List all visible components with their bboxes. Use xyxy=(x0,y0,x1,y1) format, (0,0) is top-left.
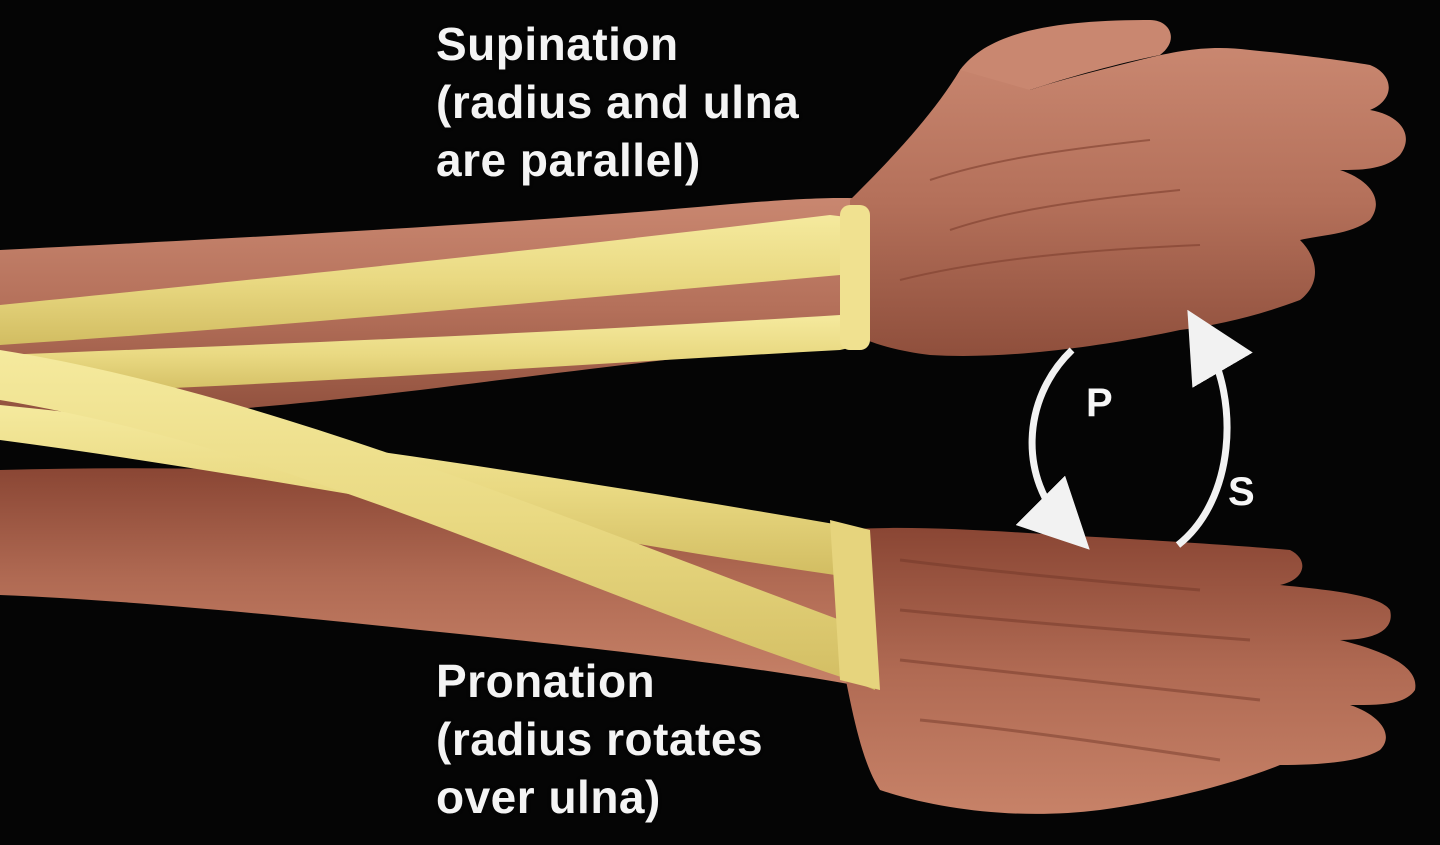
upper-bones-parallel xyxy=(0,205,870,395)
pronation-title: Pronation xyxy=(436,655,656,707)
supination-line-2: (radius and ulna xyxy=(436,76,800,128)
pronation-line-3: over ulna) xyxy=(436,771,661,823)
supination-arrow-label: S xyxy=(1228,470,1255,514)
rotation-arrows xyxy=(1015,309,1253,550)
upper-ulna xyxy=(0,315,862,395)
lower-hand-palm-down xyxy=(840,527,1416,814)
pronation-caption: Pronation (radius rotates over ulna) xyxy=(436,652,763,826)
supination-arrow xyxy=(1175,309,1253,548)
supination-line-3: are parallel) xyxy=(436,134,701,186)
upper-radius xyxy=(0,215,862,345)
supination-title: Supination xyxy=(436,18,679,70)
lower-radius xyxy=(0,350,875,690)
supination-caption: Supination (radius and ulna are parallel… xyxy=(436,15,799,189)
hand-tendons xyxy=(899,558,1261,762)
pronation-line-2: (radius rotates xyxy=(436,713,764,765)
palm-creases xyxy=(899,139,1201,281)
lower-bones-crossed xyxy=(0,350,880,690)
upper-hand-palm-up xyxy=(850,20,1406,356)
pronation-arrow xyxy=(1015,347,1090,550)
pronation-arrow-label: P xyxy=(1086,381,1113,425)
